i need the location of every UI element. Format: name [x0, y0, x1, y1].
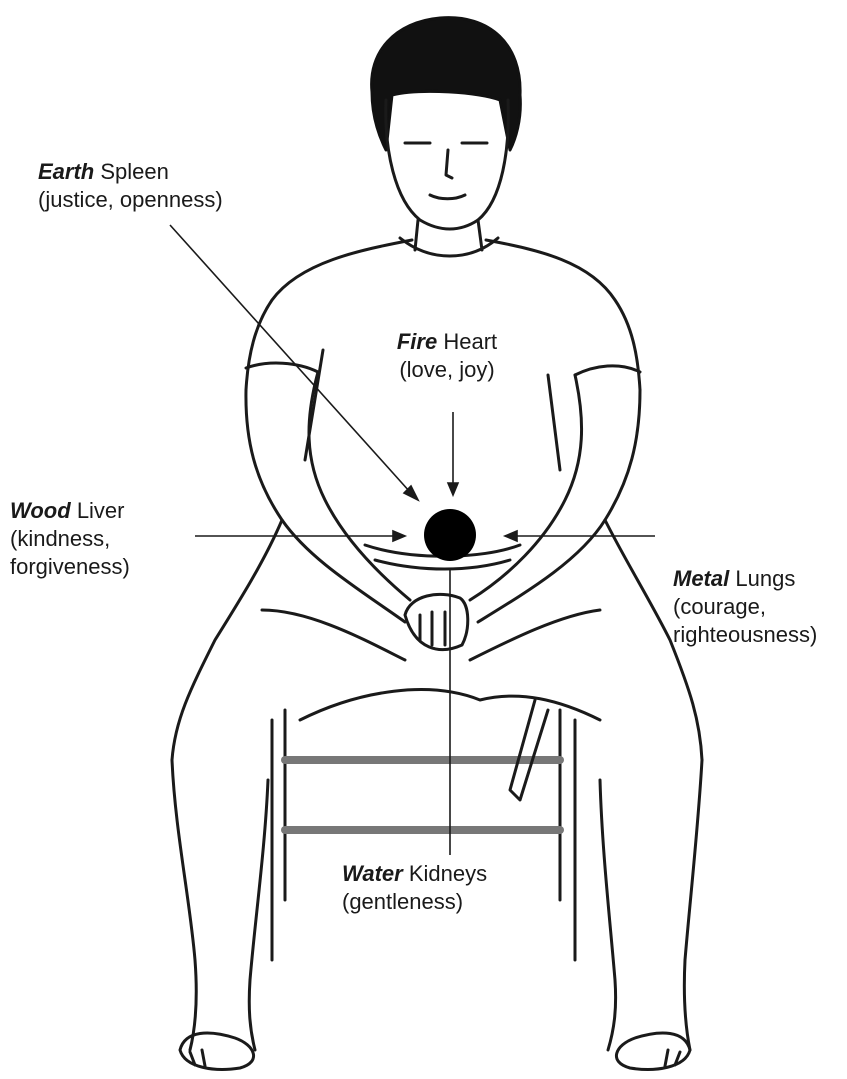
left-sleeve-hem	[246, 363, 318, 372]
water-organ-name: Kidneys	[409, 861, 487, 886]
right-sleeve-hem	[575, 366, 640, 375]
left-arm-outer	[246, 390, 405, 622]
water-virtues: (gentleness)	[342, 888, 487, 916]
earth-element-name: Earth	[38, 159, 94, 184]
wood-virtues-line2: forgiveness)	[10, 553, 130, 581]
earth-organ-name: Spleen	[100, 159, 169, 184]
fire-organ-name: Heart	[443, 329, 497, 354]
metal-virtues-line2: righteousness)	[673, 621, 817, 649]
water-kidneys-label: Water Kidneys (gentleness)	[342, 860, 487, 916]
metal-lungs-label: Metal Lungs (courage, righteousness)	[673, 565, 817, 649]
fire-virtues: (love, joy)	[387, 356, 507, 384]
earth-spleen-label: Earth Spleen (justice, openness)	[38, 158, 223, 214]
hair	[372, 18, 521, 150]
metal-virtues-line1: (courage,	[673, 593, 817, 621]
dantian-dot	[424, 509, 476, 561]
fire-pointer-arrowhead	[448, 483, 458, 495]
metal-pointer-arrowhead	[505, 531, 517, 541]
left-shin-outer	[172, 760, 196, 1050]
right-arm-outer	[478, 390, 640, 622]
fire-element-name: Fire	[397, 329, 437, 354]
right-thigh-top	[470, 610, 600, 660]
earth-pointer-line	[170, 225, 410, 492]
right-torso-side	[548, 375, 560, 470]
right-shin-outer	[684, 760, 702, 1050]
nose	[446, 150, 452, 178]
left-hip	[172, 520, 282, 760]
right-shin-inner	[600, 780, 616, 1050]
water-element-name: Water	[342, 861, 403, 886]
earth-virtues: (justice, openness)	[38, 186, 223, 214]
wood-virtues-line1: (kindness,	[10, 525, 130, 553]
wood-liver-label: Wood Liver (kindness, forgiveness)	[10, 497, 130, 581]
wood-organ-name: Liver	[77, 498, 125, 523]
left-shin-inner	[249, 780, 268, 1050]
left-thigh-top	[262, 610, 405, 660]
neck	[415, 220, 418, 250]
fire-heart-label: Fire Heart (love, joy)	[387, 328, 507, 384]
metal-element-name: Metal	[673, 566, 729, 591]
hands	[405, 594, 468, 649]
mouth	[430, 195, 465, 199]
right-shoulder	[486, 240, 640, 390]
metal-organ-name: Lungs	[735, 566, 795, 591]
wood-pointer-arrowhead	[393, 531, 405, 541]
wood-element-name: Wood	[10, 498, 71, 523]
chair-leg-front	[510, 700, 548, 800]
